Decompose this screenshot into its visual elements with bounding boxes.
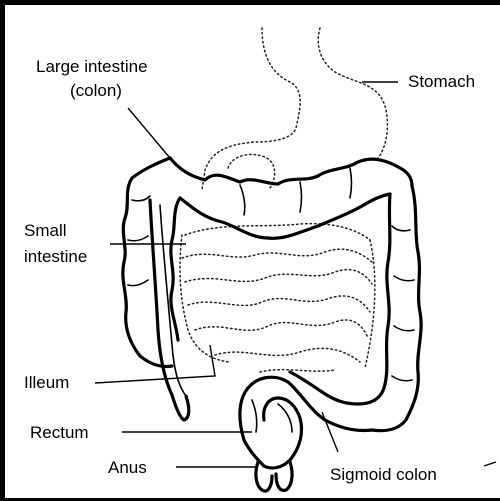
label-anus: Anus bbox=[108, 458, 147, 477]
label-ileum: Illeum bbox=[24, 373, 69, 392]
leader-sigmoid bbox=[322, 412, 338, 452]
label-sigmoid-colon: Sigmoid colon bbox=[330, 465, 437, 484]
small-intestine-coils bbox=[180, 224, 375, 372]
label-large-intestine: Large intestine bbox=[36, 57, 148, 76]
label-rectum: Rectum bbox=[30, 423, 89, 442]
label-intestine: intestine bbox=[24, 247, 87, 266]
ileum-appendix bbox=[150, 200, 189, 420]
leader-sigmoid-edge bbox=[484, 462, 496, 466]
leader-large-intestine bbox=[128, 108, 170, 158]
stomach-outline bbox=[202, 28, 387, 190]
label-colon: (colon) bbox=[70, 81, 122, 100]
label-stomach: Stomach bbox=[408, 72, 475, 91]
label-small: Small bbox=[24, 221, 67, 240]
